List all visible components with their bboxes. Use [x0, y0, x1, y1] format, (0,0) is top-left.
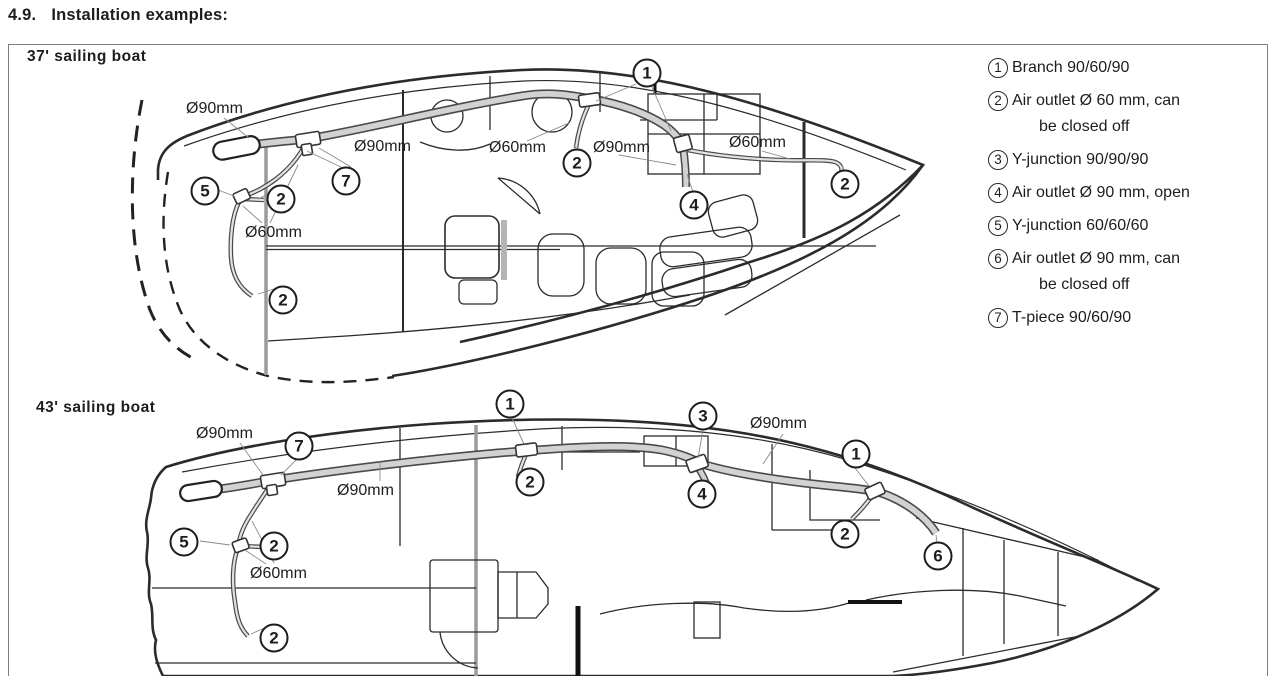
legend-item: 5 Y-junction 60/60/60	[988, 216, 1268, 236]
duct-inlet-oval-37	[212, 135, 261, 161]
legend-item-text: Air outlet Ø 60 mm, can	[1012, 92, 1181, 109]
legend-item-number-badge: 4	[988, 183, 1008, 203]
boat-37-ducts	[217, 89, 845, 298]
boat-37-drawing	[130, 68, 926, 384]
legend-item: 1 Branch 90/60/90	[988, 58, 1268, 78]
legend-item: 6 Air outlet Ø 90 mm, can be closed off	[988, 249, 1268, 295]
legend-item: 7 T-piece 90/60/90	[988, 308, 1268, 328]
legend-item-number-badge: 3	[988, 150, 1008, 170]
boat-37-duct-fittings	[212, 91, 693, 205]
legend-item-number-badge: 1	[988, 58, 1008, 78]
legend-item-text-line2: be closed off	[1039, 276, 1130, 293]
section-title: Installation examples:	[51, 6, 229, 24]
legend-item-number-badge: 6	[988, 249, 1008, 269]
legend-item-text: T-piece 90/60/90	[1012, 309, 1132, 326]
section-heading: 4.9. Installation examples:	[8, 6, 228, 25]
section-number: 4.9.	[8, 6, 37, 24]
duct-inlet-oval-43	[179, 479, 223, 503]
legend-item: 4 Air outlet Ø 90 mm, open	[988, 183, 1268, 203]
boat-37-label: 37' sailing boat	[27, 48, 147, 65]
boat-43-drawing	[144, 417, 1161, 676]
legend-item-text: Air outlet Ø 90 mm, can	[1012, 250, 1181, 267]
legend-item-number-badge: 7	[988, 308, 1008, 328]
boat-43-label: 43' sailing boat	[36, 399, 156, 416]
legend-item-text: Air outlet Ø 90 mm, open	[1012, 184, 1190, 201]
figure-frame	[8, 44, 1268, 676]
boat-43-duct-fittings	[179, 442, 886, 554]
legend-item-text: Branch 90/60/90	[1012, 59, 1130, 76]
components-legend: 1 Branch 90/60/90 2 Air outlet Ø 60 mm, …	[988, 58, 1268, 341]
legend-item: 2 Air outlet Ø 60 mm, can be closed off	[988, 91, 1268, 137]
legend-item-number-badge: 5	[988, 216, 1008, 236]
legend-item-text: Y-junction 90/90/90	[1012, 151, 1149, 168]
legend-item-text: Y-junction 60/60/60	[1012, 217, 1149, 234]
legend-item-text-line2: be closed off	[1039, 118, 1130, 135]
legend-item: 3 Y-junction 90/90/90	[988, 150, 1268, 170]
legend-item-number-badge: 2	[988, 91, 1008, 111]
